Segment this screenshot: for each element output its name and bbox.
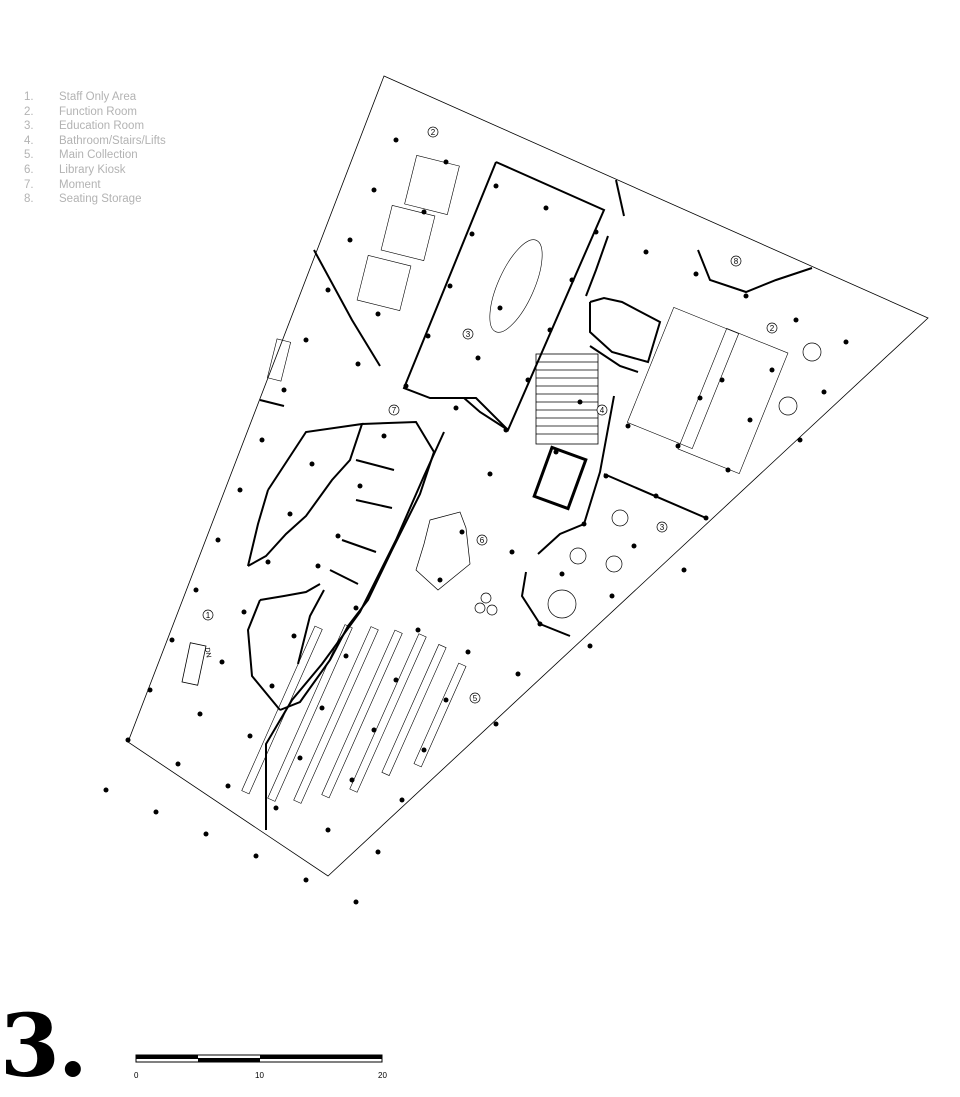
svg-text:1: 1	[206, 611, 211, 620]
room-tag-1: 1	[202, 609, 214, 621]
site-boundary	[127, 75, 929, 877]
svg-text:6: 6	[480, 536, 485, 545]
legend-item: 8.Seating Storage	[24, 193, 142, 206]
room-tag-8: 8	[730, 255, 742, 267]
legend-item: 6.Library Kiosk	[24, 163, 126, 176]
svg-text:7: 7	[392, 406, 397, 415]
room-tag-2-top: 2	[427, 126, 439, 138]
svg-text:3: 3	[466, 330, 471, 339]
room-tag-3-center: 3	[462, 328, 474, 340]
legend-item: 7.Moment	[24, 178, 101, 191]
room-tag-4: 4	[596, 404, 608, 416]
columns	[103, 137, 849, 905]
scale-tick-label: 0	[134, 1071, 139, 1080]
scale-tick-label: 20	[378, 1071, 387, 1080]
legend-item: 4.Bathroom/Stairs/Lifts	[24, 134, 166, 147]
sheet-number: 3.	[0, 996, 88, 1097]
legend-item: 2.Function Room	[24, 105, 137, 118]
room-tag-5: 5	[469, 692, 481, 704]
walls	[246, 161, 813, 830]
tables	[415, 342, 822, 619]
svg-text:2: 2	[770, 324, 775, 333]
svg-text:8: 8	[734, 257, 739, 266]
legend-item: 5.Main Collection	[24, 149, 138, 162]
svg-text:5: 5	[473, 694, 478, 703]
legend-item: 1.Staff Only Area	[24, 91, 137, 103]
stair-label: DN	[203, 647, 212, 658]
room-tag-3-right: 3	[656, 521, 668, 533]
svg-text:3: 3	[660, 523, 665, 532]
svg-text:4: 4	[600, 406, 605, 415]
scale-tick-label: 10	[255, 1071, 264, 1080]
room-tag-6: 6	[476, 534, 488, 546]
room-tag-2-right: 2	[766, 322, 778, 334]
room-tag-7: 7	[388, 404, 400, 416]
stair	[181, 353, 599, 686]
svg-text:2: 2	[431, 128, 436, 137]
scale-bar	[135, 1054, 383, 1063]
legend-item: 3.Education Room	[24, 120, 145, 133]
legend: 1.Staff Only Area 2.Function Room 3.Educ…	[24, 90, 166, 207]
seating-rows	[241, 155, 789, 804]
